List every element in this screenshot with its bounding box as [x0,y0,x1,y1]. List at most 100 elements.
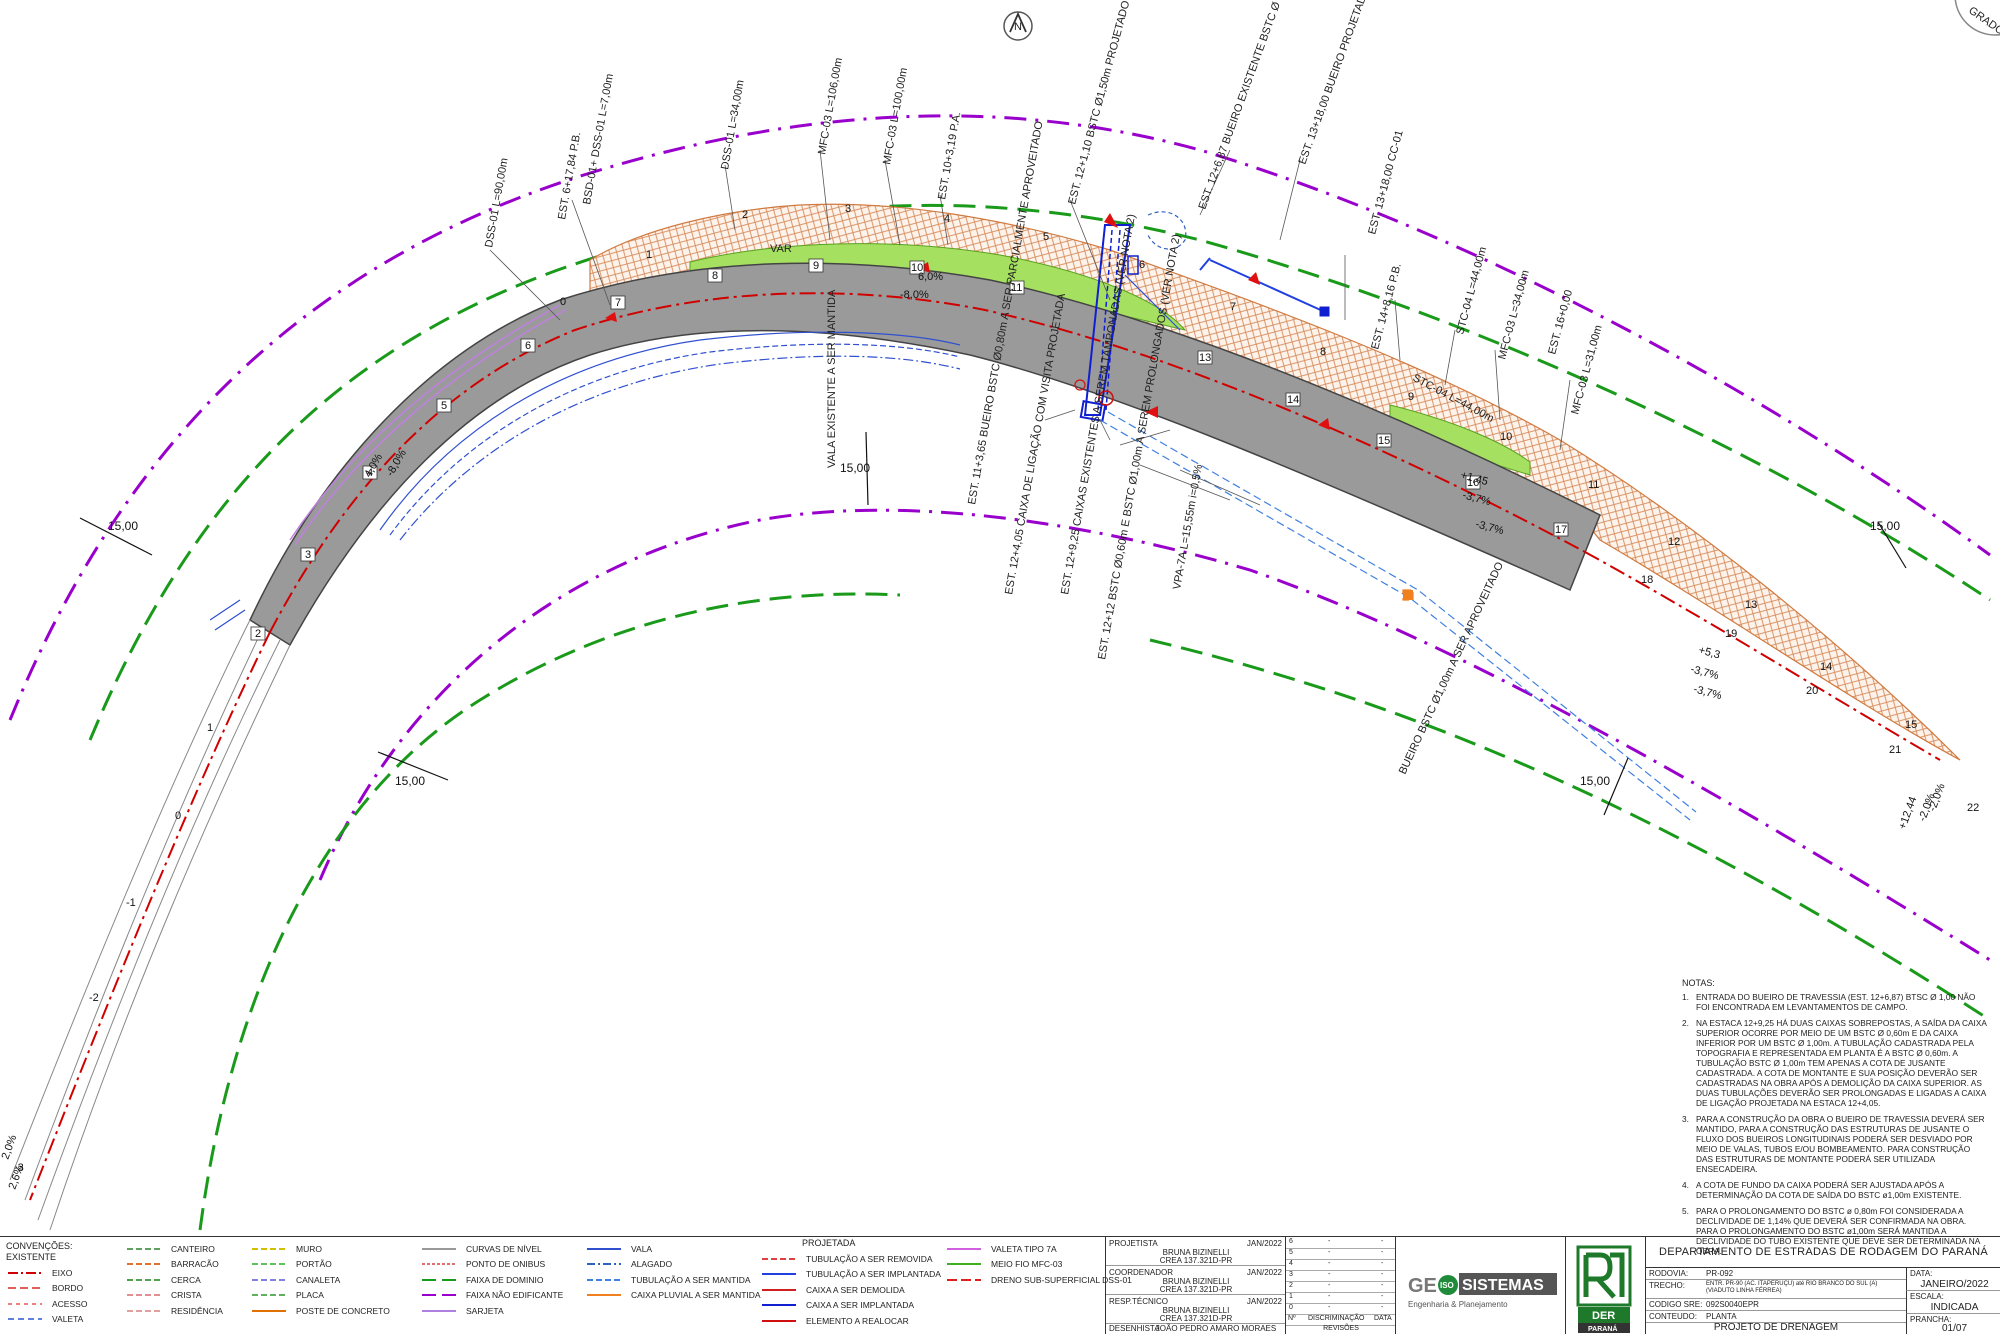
signature-resp-tecnico: RESP.TÉCNICO JAN/2022 BRUNA BIZINELLI CR… [1106,1295,1286,1324]
legend-item: VALETA TIPO 7A [945,1241,1132,1257]
legend-swatch [947,1247,981,1250]
station-label: 13 [1199,352,1211,364]
data-cell: DATA:JANEIRO/2022 [1906,1268,2000,1291]
signature-desenhista: DESENHISTA JOÃO PEDRO AMARO MORAES [1109,1324,1277,1333]
svg-text:EST. 14+8,16 P.B.: EST. 14+8,16 P.B. [1369,262,1404,351]
legend-label: CERCA [171,1274,201,1285]
svg-text:MFC-03 L=34,00m: MFC-03 L=34,00m [1496,269,1531,361]
svg-text:STC-04 L=44,00m: STC-04 L=44,00m [1454,246,1489,336]
svg-text:MFC-03 L=31,00m: MFC-03 L=31,00m [1569,324,1604,416]
station-label: 19 [1725,628,1737,640]
legend-item: TUBULAÇÃO A SER IMPLANTADA [760,1267,941,1283]
revision-row: 3-- [1286,1270,1396,1282]
annotation-est14-pb: EST. 14+8,16 P.B. [1369,262,1404,351]
projected-culvert [1074,211,1330,422]
north-label: N [1014,21,1022,33]
legend-item: CAIXA A SER IMPLANTADA [760,1298,941,1314]
legend-label: MURO [296,1243,322,1254]
legend-swatch [947,1278,981,1281]
legend-item: PONTO DE ONIBUS [420,1257,563,1273]
notes-title: NOTAS: [1682,978,1715,988]
revision-row: 1-- [1286,1292,1396,1304]
der-parana-logo: DER PARANÁ [1565,1237,1646,1334]
legend-item: CANALETA [250,1272,390,1288]
legend-item: CRISTA [125,1288,223,1304]
stamp-corner: GRADO [1954,0,2000,38]
dim-width-southeast: 15,00 [1580,774,1610,788]
legend-label: CAIXA PLUVIAL A SER MANTIDA [631,1290,761,1301]
station-label: 4 [367,467,373,479]
road-axis [29,292,1941,1201]
station-8: 8 [707,268,723,283]
legend-label: VALETA [52,1314,84,1325]
legend-swatch [8,1271,42,1274]
station-2: 2 [250,626,266,641]
svg-text:DSS-01 L=34,00m: DSS-01 L=34,00m [719,79,747,171]
legend-label: EIXO [52,1267,73,1278]
station-5: 5 [436,398,452,413]
offset-station-label: 2 [742,209,748,221]
legend-item: BORDO [6,1281,87,1297]
legend-swatch [127,1309,161,1312]
var-label: VAR [770,243,792,255]
legend-label: CANTEIRO [171,1243,215,1254]
legend-label: CRISTA [171,1290,202,1301]
der-text: DER [1592,1310,1615,1322]
note-item: 2.NA ESTACA 12+9,25 HÁ DUAS CAIXAS SOBRE… [1682,1018,1987,1108]
legend-swatch [252,1247,286,1250]
project-info-block: DEPARTAMENTO DE ESTRADAS DE RODAGEM DO P… [1645,1237,2000,1334]
dim-width-south: 15,00 [395,774,425,788]
rodovia-row: RODOVIA:PR-092 [1646,1268,1906,1280]
legend-item: RESIDÊNCIA [125,1303,223,1319]
station-0: 0 [175,810,181,822]
legend-label: RESIDÊNCIA [171,1305,223,1316]
annotation-stc04: STC-04 L=44,00m [1454,246,1489,336]
svg-text:VPA-7A L=15,55m i=0,5%: VPA-7A L=15,55m i=0,5% [1171,463,1205,590]
legend-label: MEIO FIO MFC-03 [991,1259,1063,1270]
station-label: -2 [89,992,99,1004]
station-6: 6 [520,338,536,353]
legend-label: VALETA TIPO 7A [991,1243,1057,1254]
legend-label: DRENO SUB-SUPERFICIAL DSS-01 [991,1274,1132,1285]
legend-item: MEIO FIO MFC-03 [945,1257,1132,1273]
station-15: 15 [1376,433,1392,448]
station--1: -1 [126,897,136,909]
station-20: 20 [1806,685,1818,697]
station-label: 3 [305,549,311,561]
station-label: 16 [1467,477,1479,489]
note-item: 3.PARA A CONSTRUÇÃO DA OBRA O BUEIRO DE … [1682,1114,1985,1174]
station-label: -3 [14,1162,24,1174]
station-label: 2 [255,628,261,640]
legend-swatch [587,1278,621,1281]
legend-swatch [252,1263,286,1266]
station-label: 15 [1378,435,1390,447]
revision-row: 2-- [1286,1281,1396,1293]
slope-label: -3,7% [1692,683,1723,702]
legend-label: VALA [631,1243,653,1254]
offset-station-label: 6 [1139,259,1145,271]
station-label: 1 [207,722,213,734]
legend-item: PLACA [250,1288,390,1304]
station-label: 6 [525,340,531,352]
right-of-way-lines [88,203,1991,1231]
station-10: 10 [909,260,925,275]
legend-item: CANTEIRO [125,1241,223,1257]
geoiso-logo: GE ISO SISTEMAS Engenharia & Planejament… [1395,1237,1566,1334]
legend-swatch [587,1263,621,1266]
station-label: 21 [1889,744,1901,756]
svg-text:EST. 10+3,19 P.A.: EST. 10+3,19 P.A. [936,111,963,201]
project-title: PROJETO DE DRENAGEM [1713,1322,1839,1333]
legend-label: ELEMENTO A REALOCAR [806,1315,909,1326]
signature-projetista: PROJETISTA JAN/2022 BRUNA BIZINELLI CREA… [1106,1237,1286,1266]
annotation-est12-existente: EST. 12+6,87 BUEIRO EXISTENTE BSTC Ø 1,0… [1197,0,1389,211]
legend-label: TUBULAÇÃO A SER IMPLANTADA [806,1269,941,1280]
existing-road-edges [9,619,291,1231]
offset-station-label: 4 [944,213,950,225]
station-21: 21 [1889,744,1901,756]
